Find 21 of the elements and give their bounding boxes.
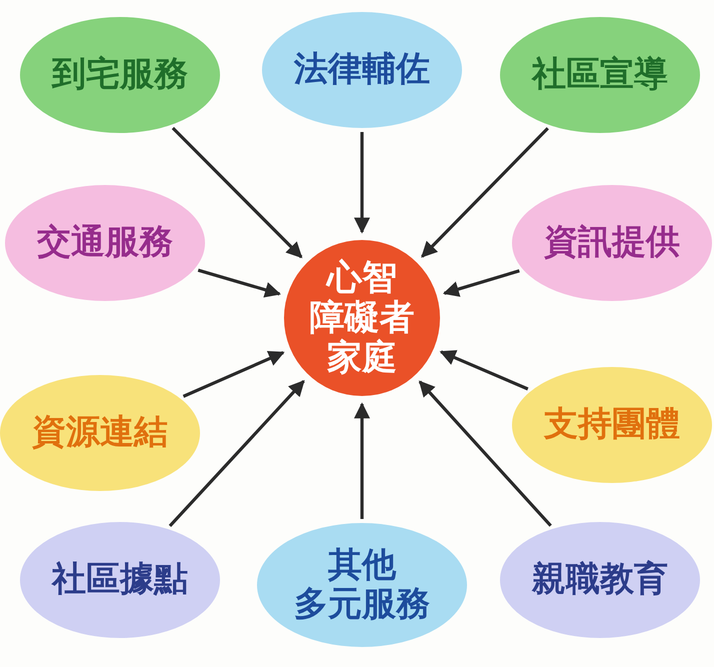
arrow <box>354 132 370 234</box>
service-ellipse: 社區據點 <box>20 522 220 638</box>
arrow <box>421 127 549 258</box>
center-circle: 心智障礙者家庭 <box>284 240 440 396</box>
arrow <box>354 402 370 519</box>
service-ellipse: 親職教育 <box>500 522 700 638</box>
service-ellipse: 資源連結 <box>0 375 200 491</box>
arrow <box>172 126 302 258</box>
arrow <box>198 268 281 298</box>
service-ellipse: 資訊提供 <box>512 185 712 301</box>
service-ellipse: 法律輔佐 <box>262 12 462 128</box>
arrow <box>440 350 528 390</box>
service-ellipse: 其他多元服務 <box>257 523 467 647</box>
service-ellipse: 交通服務 <box>5 185 205 301</box>
arrow <box>182 351 285 398</box>
service-ellipse: 到宅服務 <box>20 17 220 133</box>
arrow <box>418 380 552 527</box>
service-ellipse: 支持團體 <box>512 367 712 483</box>
service-ellipse: 社區宣導 <box>500 17 700 133</box>
arrow <box>168 380 305 528</box>
arrow <box>442 269 520 297</box>
